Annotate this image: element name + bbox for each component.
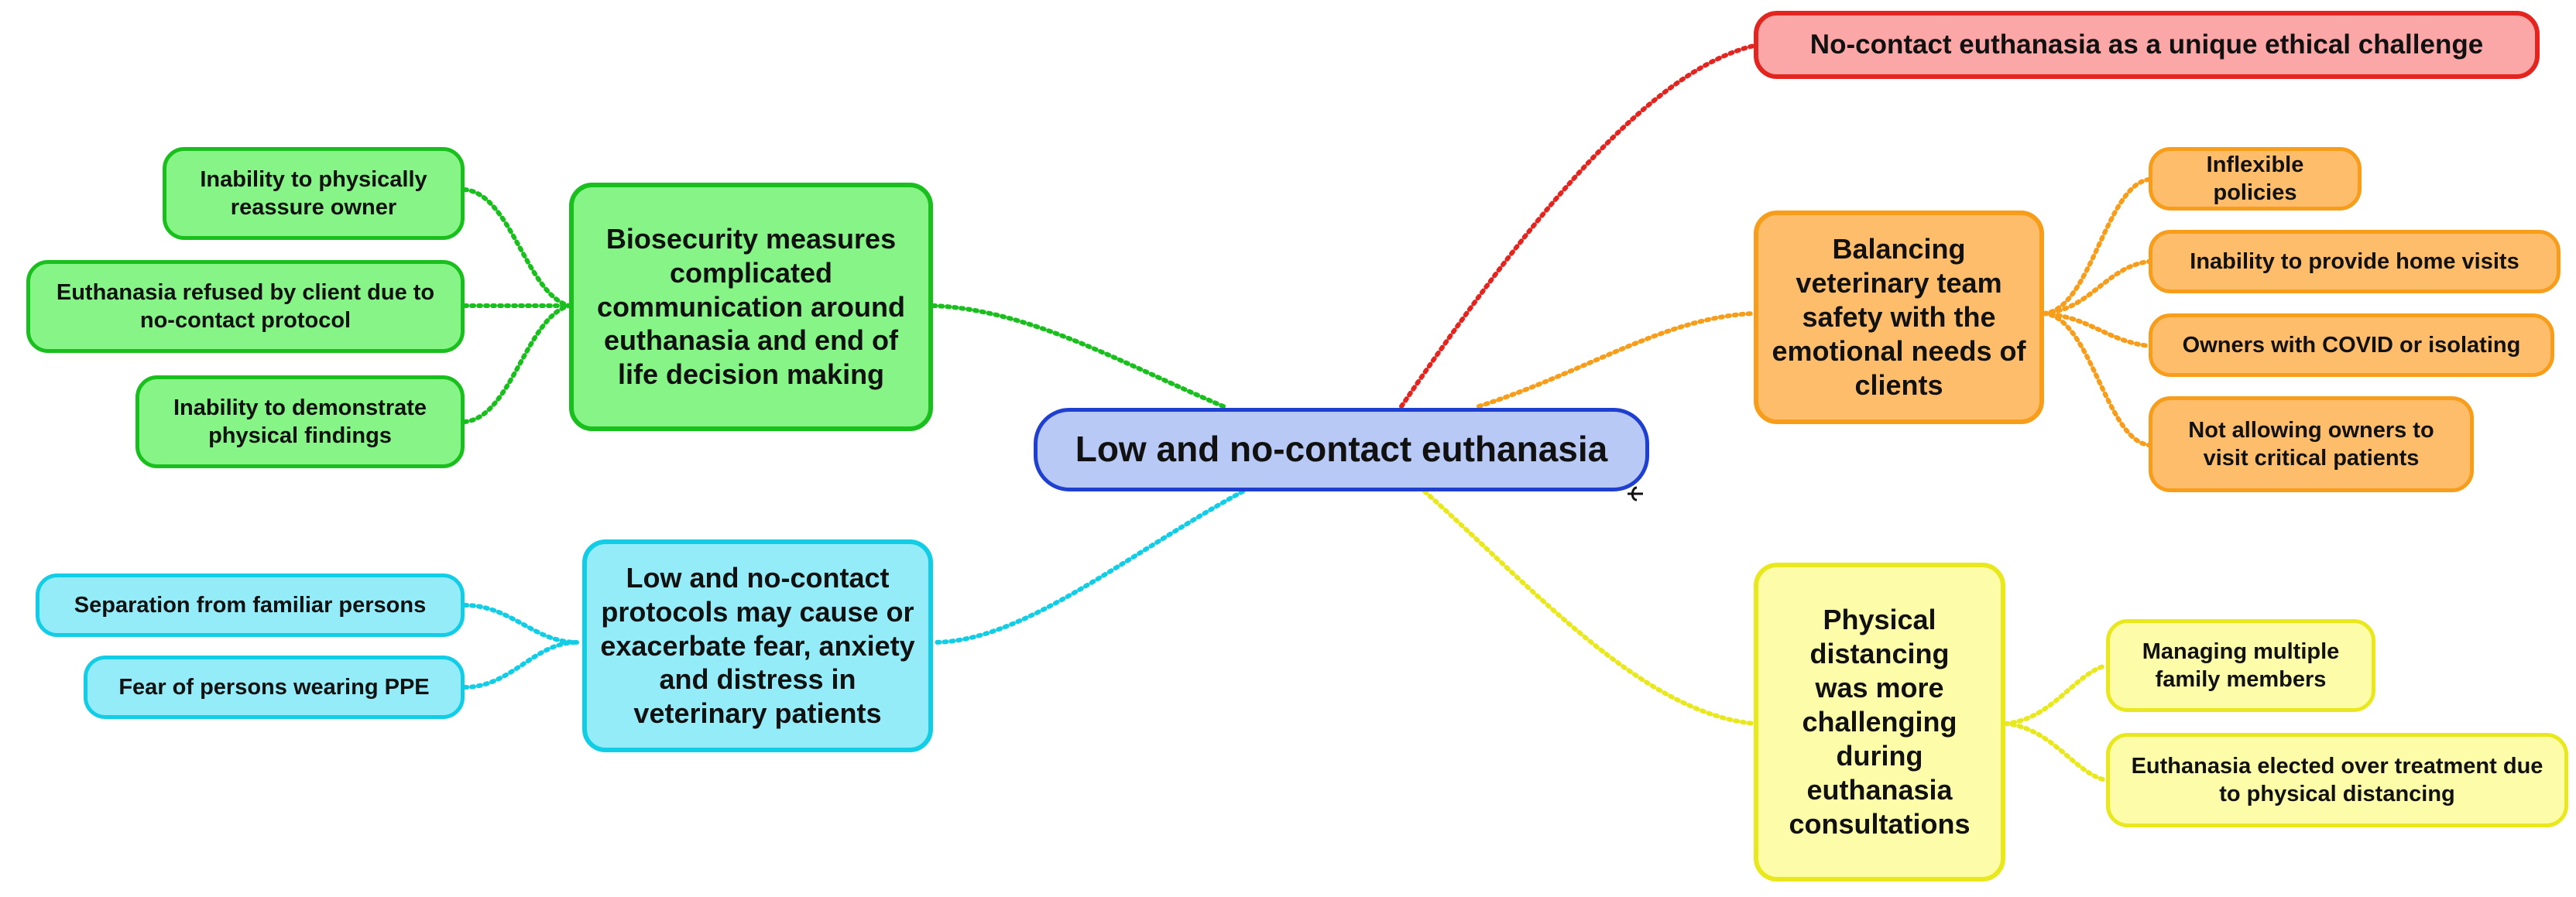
subtopic-label: Inability to demonstrate physical findin… xyxy=(173,395,427,448)
link-cyan-1 xyxy=(462,603,579,645)
subtopic-elected-over-treatment[interactable]: Euthanasia elected over treatment due to… xyxy=(2106,733,2568,827)
subtopic-label: Managing multiple family members xyxy=(2142,639,2340,692)
subtopic-label: Separation from familiar persons xyxy=(74,592,427,618)
subtopic-family-members[interactable]: Managing multiple family members xyxy=(2106,619,2375,712)
subtopic-label: Inability to provide home visits xyxy=(2190,248,2519,274)
branch-balancing-safety-label: Balancing veterinary team safety with th… xyxy=(1772,233,2026,401)
link-cyan-2 xyxy=(462,640,579,690)
link-green-3 xyxy=(462,303,571,424)
subtopic-reassure-owner[interactable]: Inability to physically reassure owner xyxy=(163,147,465,240)
subtopic-owners-covid[interactable]: Owners with COVID or isolating xyxy=(2149,313,2554,377)
branch-patient-fear[interactable]: Low and no-contact protocols may cause o… xyxy=(582,539,933,752)
branch-ethical-challenge-label: No-contact euthanasia as a unique ethica… xyxy=(1809,29,2484,60)
subtopic-ppe-fear[interactable]: Fear of persons wearing PPE xyxy=(84,656,465,719)
subtopic-label: Euthanasia refused by client due to no-c… xyxy=(56,279,435,333)
branch-physical-distancing-label: Physical distancing was more challenging… xyxy=(1789,604,1971,840)
link-green-1 xyxy=(462,187,571,308)
branch-balancing-safety[interactable]: Balancing veterinary team safety with th… xyxy=(1754,211,2044,424)
link-center-green xyxy=(931,303,1226,409)
subtopic-label: Inflexible policies xyxy=(2206,152,2304,205)
subtopic-home-visits[interactable]: Inability to provide home visits xyxy=(2149,230,2561,293)
link-center-orange xyxy=(1477,311,1756,409)
link-orange-4 xyxy=(2042,311,2151,447)
branch-biosecurity-label: Biosecurity measures complicated communi… xyxy=(596,222,906,391)
link-center-red xyxy=(1399,43,1760,409)
branch-patient-fear-label: Low and no-contact protocols may cause o… xyxy=(600,561,915,730)
branch-ethical-challenge[interactable]: No-contact euthanasia as a unique ethica… xyxy=(1754,11,2540,79)
subtopic-euthanasia-refused[interactable]: Euthanasia refused by client due to no-c… xyxy=(26,260,465,353)
collapse-icon[interactable] xyxy=(1624,484,1646,503)
link-center-cyan xyxy=(931,489,1245,645)
subtopic-critical-patients[interactable]: Not allowing owners to visit critical pa… xyxy=(2149,396,2474,492)
subtopic-physical-findings[interactable]: Inability to demonstrate physical findin… xyxy=(135,375,465,468)
branch-physical-distancing[interactable]: Physical distancing was more challenging… xyxy=(1754,563,2005,882)
subtopic-label: Fear of persons wearing PPE xyxy=(118,674,430,700)
link-yellow-2 xyxy=(2003,721,2108,782)
link-orange-1 xyxy=(2042,177,2151,316)
center-topic[interactable]: Low and no-contact euthanasia xyxy=(1034,408,1649,491)
subtopic-inflexible-policies[interactable]: Inflexible policies xyxy=(2149,147,2362,211)
branch-biosecurity[interactable]: Biosecurity measures complicated communi… xyxy=(569,183,933,431)
link-center-yellow xyxy=(1422,489,1756,726)
link-orange-3 xyxy=(2042,311,2151,348)
subtopic-label: Owners with COVID or isolating xyxy=(2182,332,2521,358)
subtopic-label: Not allowing owners to visit critical pa… xyxy=(2188,417,2434,471)
subtopic-label: Inability to physically reassure owner xyxy=(200,166,427,220)
link-orange-2 xyxy=(2042,259,2151,316)
center-topic-label: Low and no-contact euthanasia xyxy=(1075,429,1608,470)
subtopic-separation[interactable]: Separation from familiar persons xyxy=(36,573,465,637)
link-yellow-1 xyxy=(2003,663,2108,726)
subtopic-label: Euthanasia elected over treatment due to… xyxy=(2131,753,2543,806)
